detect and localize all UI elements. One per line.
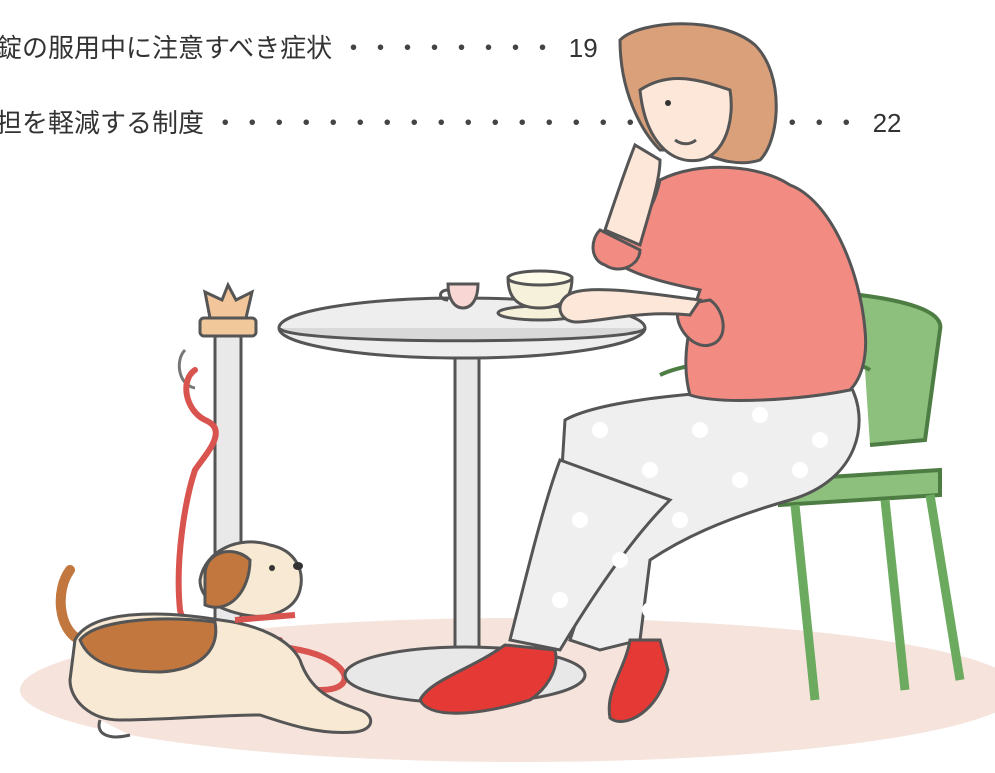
beagle-dog [55,540,373,739]
woman [418,22,868,723]
toc-entry: 錠の服用中に注意すべき症状 ・・・・・・・・ 19 [0,33,598,64]
toc-entry-title: 担を軽減する制度 [0,109,205,139]
toc-page-number: 22 [872,108,902,138]
toc-entry-title: 錠の服用中に注意すべき症状 [0,34,333,64]
toc-page-number: 19 [568,33,598,63]
toc-leader-dots: ・・・・・・・・ [340,34,557,64]
